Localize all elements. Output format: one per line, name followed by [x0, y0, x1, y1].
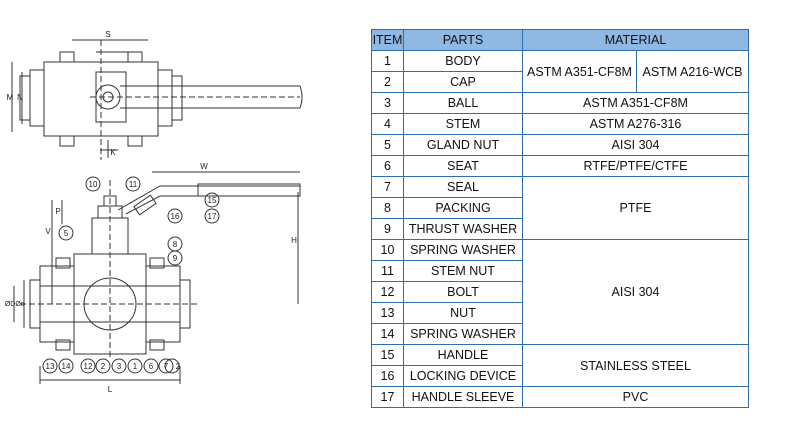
table-header-row: ITEM PARTS MATERIAL [371, 29, 749, 51]
material-cell: PVC [522, 386, 749, 408]
table-row: 5 GLAND NUT AISI 304 [371, 134, 749, 156]
dim-id: Ød [15, 301, 24, 308]
part-cell: GLAND NUT [403, 134, 523, 156]
dim-k: K [110, 148, 116, 157]
part-cell: STEM NUT [403, 260, 523, 282]
part-cell: SPRING WASHER [403, 323, 523, 345]
ball-valve-drawing: S M N K W P V H ØD Ød L 10 11 15 16 17 5… [5, 30, 303, 394]
item-cell: 16 [371, 365, 404, 387]
table-row: 1 BODY ASTM A351-CF8M ASTM A216-WCB [371, 50, 749, 93]
item-cell: 14 [371, 323, 404, 345]
table-row: 15 HANDLE STAINLESS STEEL [371, 344, 749, 387]
item-cell: 9 [371, 218, 404, 240]
part-cell: SPRING WASHER [403, 239, 523, 261]
part-cell: PACKING [403, 197, 523, 219]
material-cell: ASTM A351-CF8M [522, 92, 749, 114]
table-row: 16 LOCKING DEVICE [371, 365, 749, 387]
material-cell: ASTM A351-CF8M [522, 50, 637, 93]
part-cell: CAP [403, 71, 523, 93]
callout-2b: 2 [176, 362, 181, 371]
item-cell: 5 [371, 134, 404, 156]
callout-7: 7 [164, 362, 169, 371]
item-cell: 2 [371, 71, 404, 93]
item-cell: 1 [371, 50, 404, 72]
callout-5: 5 [64, 229, 69, 238]
callout-9: 9 [173, 254, 178, 263]
part-cell: NUT [403, 302, 523, 324]
item-cell: 13 [371, 302, 404, 324]
header-parts: PARTS [403, 29, 523, 51]
part-cell: SEAL [403, 176, 523, 198]
table-row: 10 SPRING WASHER AISI 304 [371, 239, 749, 345]
item-cell: 17 [371, 386, 404, 408]
part-cell: LOCKING DEVICE [403, 365, 523, 387]
item-cell: 7 [371, 176, 404, 198]
material-cell: ASTM A216-WCB [636, 50, 749, 93]
table-row: 13 NUT [371, 302, 749, 324]
item-cell: 6 [371, 155, 404, 177]
callout-12: 12 [84, 362, 93, 371]
part-cell: THRUST WASHER [403, 218, 523, 240]
dim-m: M [7, 93, 14, 102]
table-row: 3 BALL ASTM A351-CF8M [371, 92, 749, 114]
item-cell: 4 [371, 113, 404, 135]
header-material: MATERIAL [522, 29, 749, 51]
item-cell: 11 [371, 260, 404, 282]
callout-8: 8 [173, 240, 178, 249]
table-row: 17 HANDLE SLEEVE PVC [371, 386, 749, 408]
front-view [13, 171, 301, 384]
material-cell: ASTM A276-316 [522, 113, 749, 135]
table-row: 2 CAP [371, 71, 749, 93]
header-item: ITEM [371, 29, 404, 51]
table-row: 8 PACKING [371, 197, 749, 219]
callout-1: 1 [133, 362, 138, 371]
callout-3: 3 [117, 362, 122, 371]
part-cell: BODY [403, 50, 523, 72]
table-row: 6 SEAT RTFE/PTFE/CTFE [371, 155, 749, 177]
item-cell: 12 [371, 281, 404, 303]
callout-16: 16 [171, 212, 180, 221]
callout-circles [42, 176, 220, 374]
part-cell: HANDLE SLEEVE [403, 386, 523, 408]
parts-material-table: ITEM PARTS MATERIAL 1 BODY ASTM A351-CF8… [371, 29, 749, 408]
part-cell: STEM [403, 113, 523, 135]
callout-15: 15 [208, 196, 217, 205]
dim-l: L [108, 385, 113, 394]
material-cell: RTFE/PTFE/CTFE [522, 155, 749, 177]
dim-v: V [45, 227, 51, 236]
dim-s: S [105, 30, 110, 39]
dim-p: P [55, 207, 60, 216]
dim-n: N [17, 93, 23, 102]
dim-h: H [291, 236, 297, 245]
part-cell: BOLT [403, 281, 523, 303]
part-cell: BALL [403, 92, 523, 114]
table-row: 7 SEAL PTFE [371, 176, 749, 240]
top-view [11, 39, 303, 160]
callout-2a: 2 [101, 362, 106, 371]
item-cell: 10 [371, 239, 404, 261]
item-cell: 15 [371, 344, 404, 366]
callout-11: 11 [129, 180, 138, 189]
material-cell: AISI 304 [522, 134, 749, 156]
callout-17: 17 [208, 212, 217, 221]
item-cell: 3 [371, 92, 404, 114]
dim-od: ØD [5, 301, 16, 308]
table-row: 12 BOLT [371, 281, 749, 303]
item-cell: 8 [371, 197, 404, 219]
material-cell: AISI 304 [522, 239, 749, 345]
part-cell: SEAT [403, 155, 523, 177]
callout-6: 6 [149, 362, 154, 371]
material-cell: STAINLESS STEEL [522, 344, 749, 387]
callout-13: 13 [46, 362, 55, 371]
dim-w: W [200, 162, 208, 171]
part-cell: HANDLE [403, 344, 523, 366]
table-row: 14 SPRING WASHER [371, 323, 749, 345]
callout-10: 10 [89, 180, 98, 189]
material-cell: PTFE [522, 176, 749, 240]
table-row: 4 STEM ASTM A276-316 [371, 113, 749, 135]
callout-14: 14 [62, 362, 71, 371]
